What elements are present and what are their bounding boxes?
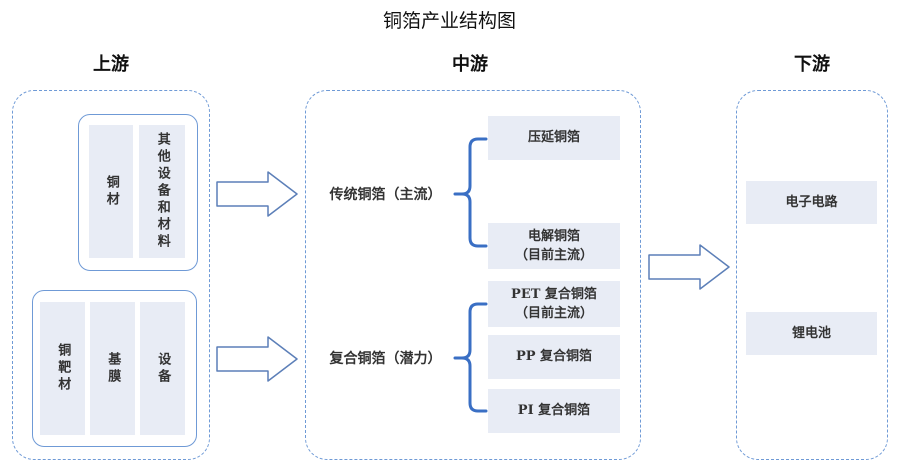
upstream-item-copper-material: 铜材: [89, 125, 133, 258]
midstream-traditional-label: 传统铜箔（主流）: [329, 187, 442, 203]
arrow-upstream-2: [216, 336, 298, 382]
column-heading-downstream: 下游: [794, 54, 830, 75]
downstream-item-electronic-circuit: 电子电路: [746, 181, 877, 224]
upstream-panel: [12, 90, 210, 460]
downstream-panel: [736, 90, 888, 460]
upstream-item-equipment-label: 设备: [155, 351, 171, 386]
midstream-item-pet: PET 复合铜箔 （目前主流）: [488, 281, 620, 327]
midstream-panel: [305, 90, 641, 460]
upstream-item-copper-target: 铜靶材: [40, 302, 85, 435]
column-heading-midstream: 中游: [452, 54, 488, 75]
diagram-title: 铜箔产业结构图: [382, 10, 516, 32]
midstream-item-pi: PI 复合铜箔: [488, 389, 620, 433]
midstream-item-pp: PP 复合铜箔: [488, 335, 620, 379]
upstream-item-base-film-label: 基膜: [105, 351, 121, 386]
column-heading-upstream: 上游: [93, 54, 129, 75]
midstream-composite-label: 复合铜箔（潜力）: [329, 351, 442, 367]
arrow-midstream: [648, 244, 730, 290]
midstream-item-electrolytic: 电解铜箔 （目前主流）: [488, 223, 620, 269]
upstream-item-other-equipment: 其他设备和材料: [139, 125, 185, 258]
upstream-item-copper-material-label: 铜材: [103, 174, 119, 209]
brace-composite: [453, 302, 488, 413]
upstream-item-other-equipment-label: 其他设备和材料: [154, 132, 170, 251]
brace-traditional: [453, 137, 488, 248]
upstream-item-copper-target-label: 铜靶材: [55, 343, 71, 394]
midstream-item-rolled: 压延铜箔: [488, 116, 620, 160]
upstream-item-equipment: 设备: [140, 302, 185, 435]
arrow-upstream-1: [216, 171, 298, 217]
downstream-item-lithium-battery: 锂电池: [746, 312, 877, 355]
upstream-item-base-film: 基膜: [90, 302, 135, 435]
